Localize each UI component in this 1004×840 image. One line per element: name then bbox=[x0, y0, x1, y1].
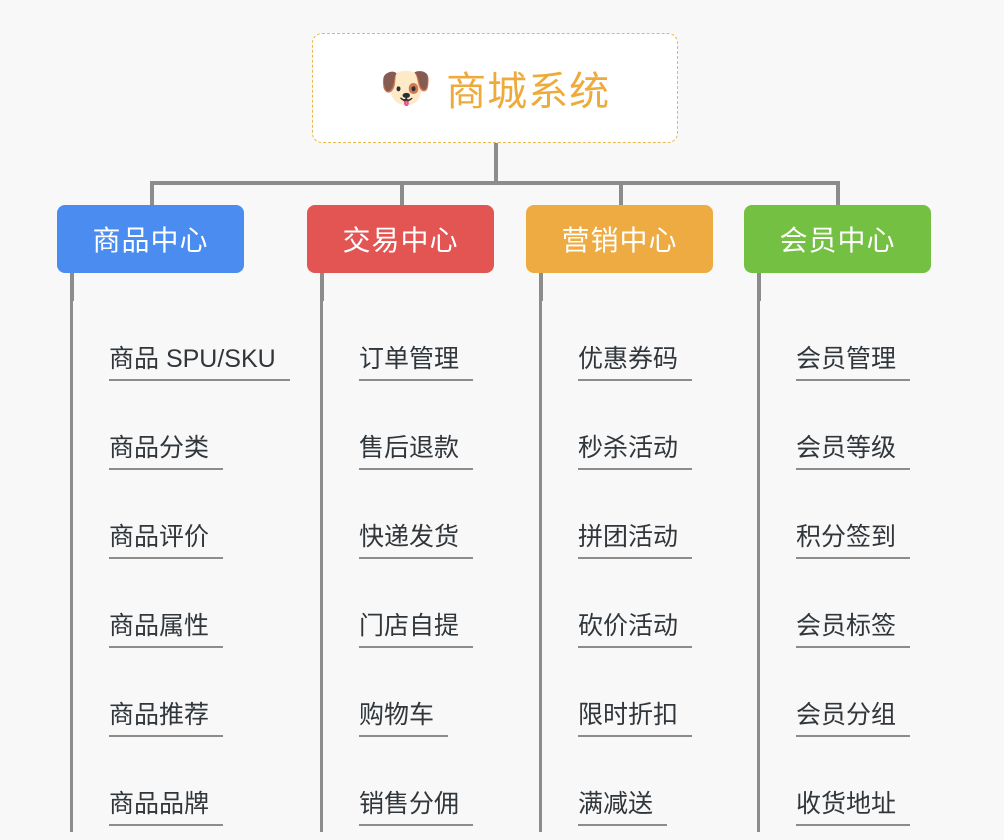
list-item[interactable]: 积分签到 bbox=[760, 476, 911, 565]
list-item[interactable]: 商品 SPU/SKU bbox=[73, 298, 290, 387]
leaf-label: 限时折扣 bbox=[578, 701, 693, 737]
connector-drop-2 bbox=[400, 181, 404, 208]
list-item[interactable]: 秒杀活动 bbox=[542, 387, 693, 476]
connector-stub-4 bbox=[757, 273, 761, 301]
category-header-marketing-center[interactable]: 营销中心 bbox=[526, 205, 713, 273]
category-header-trade-center[interactable]: 交易中心 bbox=[307, 205, 494, 273]
leaf-label: 门店自提 bbox=[359, 612, 474, 648]
category-title: 会员中心 bbox=[779, 225, 896, 256]
list-item[interactable]: 会员标签 bbox=[760, 565, 911, 654]
leaf-list-trade-center: 订单管理 售后退款 快递发货 门店自提 购物车 销售分佣 bbox=[320, 298, 474, 832]
leaf-label: 商品属性 bbox=[109, 612, 224, 648]
category-title: 交易中心 bbox=[342, 225, 459, 256]
list-item[interactable]: 会员分组 bbox=[760, 654, 911, 743]
leaf-label: 会员标签 bbox=[796, 612, 911, 648]
root-title: 商城系统 bbox=[446, 70, 611, 114]
leaf-label: 积分签到 bbox=[796, 523, 911, 559]
connector-drop-1 bbox=[150, 181, 154, 208]
column-marketing-center: 营销中心 bbox=[526, 205, 756, 273]
leaf-label: 优惠券码 bbox=[578, 345, 693, 381]
list-item[interactable]: 商品推荐 bbox=[73, 654, 290, 743]
list-item[interactable]: 会员等级 bbox=[760, 387, 911, 476]
connector-drop-4 bbox=[836, 181, 840, 208]
list-item[interactable]: 订单管理 bbox=[323, 298, 474, 387]
column-member-center: 会员中心 bbox=[744, 205, 974, 273]
category-title: 商品中心 bbox=[92, 225, 209, 256]
list-item[interactable]: 商品品牌 bbox=[73, 743, 290, 832]
connector-drop-3 bbox=[619, 181, 623, 208]
leaf-label: 商品推荐 bbox=[109, 701, 224, 737]
list-item[interactable]: 收货地址 bbox=[760, 743, 911, 832]
column-product-center: 商品中心 bbox=[57, 205, 287, 273]
list-item[interactable]: 砍价活动 bbox=[542, 565, 693, 654]
list-item[interactable]: 商品评价 bbox=[73, 476, 290, 565]
leaf-label: 会员管理 bbox=[796, 345, 911, 381]
list-item[interactable]: 优惠券码 bbox=[542, 298, 693, 387]
column-trade-center: 交易中心 bbox=[307, 205, 537, 273]
list-item[interactable]: 销售分佣 bbox=[323, 743, 474, 832]
list-item[interactable]: 满减送 bbox=[542, 743, 692, 832]
category-header-member-center[interactable]: 会员中心 bbox=[744, 205, 931, 273]
leaf-list-marketing-center: 优惠券码 秒杀活动 拼团活动 砍价活动 限时折扣 满减送 bbox=[539, 298, 693, 832]
leaf-label: 快递发货 bbox=[359, 523, 474, 559]
list-item[interactable]: 限时折扣 bbox=[542, 654, 693, 743]
leaf-label: 拼团活动 bbox=[578, 523, 693, 559]
leaf-list-member-center: 会员管理 会员等级 积分签到 会员标签 会员分组 收货地址 bbox=[757, 298, 911, 832]
connector-stub-1 bbox=[70, 273, 74, 301]
connector-horizontal-bus bbox=[150, 181, 840, 185]
leaf-label: 售后退款 bbox=[359, 434, 474, 470]
leaf-label: 商品品牌 bbox=[109, 790, 224, 826]
leaf-label: 销售分佣 bbox=[359, 790, 474, 826]
category-header-product-center[interactable]: 商品中心 bbox=[57, 205, 244, 273]
leaf-label: 商品 SPU/SKU bbox=[109, 345, 290, 381]
connector-root-stem bbox=[494, 143, 498, 183]
leaf-label: 秒杀活动 bbox=[578, 434, 693, 470]
leaf-label: 收货地址 bbox=[796, 790, 911, 826]
list-item[interactable]: 门店自提 bbox=[323, 565, 474, 654]
leaf-label: 订单管理 bbox=[359, 345, 474, 381]
leaf-label: 商品评价 bbox=[109, 523, 224, 559]
root-node-shop-system[interactable]: 🐶 商城系统 bbox=[312, 33, 678, 143]
leaf-label: 商品分类 bbox=[109, 434, 224, 470]
leaf-label: 会员等级 bbox=[796, 434, 911, 470]
category-title: 营销中心 bbox=[561, 225, 678, 256]
list-item[interactable]: 拼团活动 bbox=[542, 476, 693, 565]
connector-stub-3 bbox=[539, 273, 543, 301]
leaf-label: 砍价活动 bbox=[578, 612, 693, 648]
leaf-list-product-center: 商品 SPU/SKU 商品分类 商品评价 商品属性 商品推荐 商品品牌 bbox=[70, 298, 290, 832]
list-item[interactable]: 商品分类 bbox=[73, 387, 290, 476]
list-item[interactable]: 商品属性 bbox=[73, 565, 290, 654]
leaf-label: 购物车 bbox=[359, 701, 449, 737]
leaf-label: 满减送 bbox=[578, 790, 668, 826]
leaf-label: 会员分组 bbox=[796, 701, 911, 737]
dog-face-icon: 🐶 bbox=[379, 64, 433, 111]
connector-stub-2 bbox=[320, 273, 324, 301]
list-item[interactable]: 购物车 bbox=[323, 654, 473, 743]
list-item[interactable]: 快递发货 bbox=[323, 476, 474, 565]
list-item[interactable]: 会员管理 bbox=[760, 298, 911, 387]
list-item[interactable]: 售后退款 bbox=[323, 387, 474, 476]
